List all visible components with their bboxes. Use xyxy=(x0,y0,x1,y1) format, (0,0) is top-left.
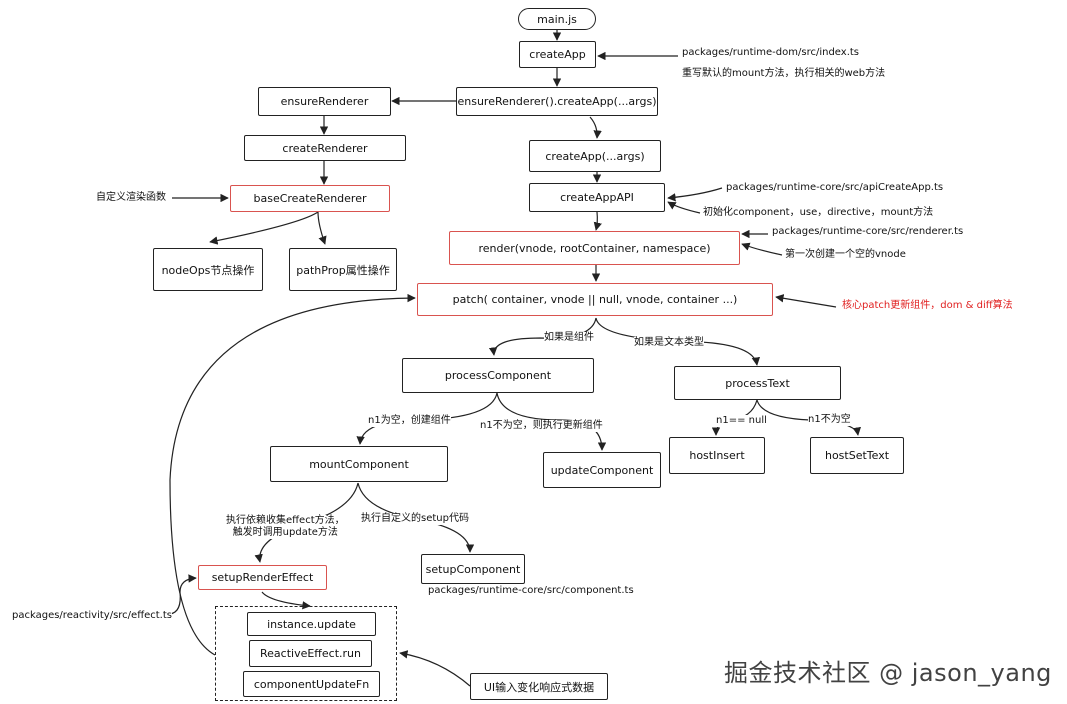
arrow-loop-to-patch xyxy=(169,293,416,656)
note-effect-path: packages/reactivity/src/effect.ts xyxy=(12,610,172,622)
node-instance-update: instance.update xyxy=(247,612,376,636)
note-n1-null-create: n1为空，创建组件 xyxy=(368,415,451,427)
node-create-app: createApp xyxy=(519,41,596,68)
node-reactive-effect-run: ReactiveEffect.run xyxy=(249,640,372,667)
node-patch: patch( container, vnode || null, vnode, … xyxy=(417,283,773,316)
node-create-renderer: createRenderer xyxy=(244,135,406,161)
arrow-ui-input xyxy=(399,650,471,687)
arrow-init-note xyxy=(667,201,701,214)
node-process-component: processComponent xyxy=(402,358,594,393)
arrow-to-create-app-args xyxy=(589,116,602,139)
arrow-effect-to-instance xyxy=(261,591,311,610)
note-n1-not-null-update: n1不为空，则执行更新组件 xyxy=(480,420,603,432)
note-if-component: 如果是组件 xyxy=(544,332,594,344)
node-create-app-args: createApp(...args) xyxy=(529,140,661,172)
node-process-text: processText xyxy=(674,366,841,400)
node-ensure-renderer-create-app: ensureRenderer().createApp(...args) xyxy=(456,87,658,116)
arrow-patch-to-component xyxy=(488,317,597,356)
note-if-text: 如果是文本类型 xyxy=(634,337,704,349)
node-main-js: main.js xyxy=(518,8,596,30)
node-component-update-fn: componentUpdateFn xyxy=(243,671,380,697)
arrow-base-to-pathprop xyxy=(317,211,327,245)
note-component-path: packages/runtime-core/src/component.ts xyxy=(428,585,634,597)
arrow-effect-path-note xyxy=(169,574,197,615)
node-create-app-api: createAppAPI xyxy=(529,183,665,212)
node-update-component: updateComponent xyxy=(543,452,661,488)
arrow-api-note xyxy=(667,187,723,202)
note-collect-effect-line2: 触发时调用update方法 xyxy=(232,527,338,538)
node-setup-component: setupComponent xyxy=(421,554,525,584)
node-path-prop: pathProp属性操作 xyxy=(289,248,397,291)
note-api-create-app-path: packages/runtime-core/src/apiCreateApp.t… xyxy=(726,182,944,194)
note-collect-effect-line1: 执行依赖收集effect方法， xyxy=(226,515,345,526)
arrow-core-patch-note xyxy=(775,294,837,308)
note-collect-effect: 执行依赖收集effect方法， 触发时调用update方法 xyxy=(226,515,345,539)
update-group xyxy=(215,606,397,701)
node-node-ops: nodeOps节点操作 xyxy=(153,248,263,291)
node-host-insert: hostInsert xyxy=(669,437,765,474)
note-first-empty-vnode: 第一次创建一个空的vnode xyxy=(785,249,906,261)
note-n1-eq-null: n1== null xyxy=(716,415,767,427)
note-init-component: 初始化component，use，directive，mount方法 xyxy=(703,207,934,219)
note-n1-not-null: n1不为空 xyxy=(808,414,851,426)
node-mount-component: mountComponent xyxy=(270,446,448,482)
arrow-api-to-render xyxy=(593,211,602,231)
arrow-base-to-nodeops xyxy=(209,211,319,245)
note-core-patch: 核心patch更新组件，dom & diff算法 xyxy=(842,300,1013,312)
note-custom-render-fn: 自定义渲染函数 xyxy=(96,192,166,204)
arrow-first-vnode-note xyxy=(741,242,783,256)
note-runtime-dom-index: packages/runtime-dom/src/index.ts xyxy=(682,47,859,59)
node-ensure-renderer: ensureRenderer xyxy=(258,87,391,116)
note-exec-setup: 执行自定义的setup代码 xyxy=(361,513,469,525)
note-renderer-path: packages/runtime-core/src/renderer.ts xyxy=(772,226,964,238)
node-ui-input: UI输入变化响应式数据 xyxy=(470,673,608,700)
node-base-create-renderer: baseCreateRenderer xyxy=(230,185,390,212)
node-setup-render-effect: setupRenderEffect xyxy=(198,565,327,590)
note-rewrite-mount: 重写默认的mount方法，执行相关的web方法 xyxy=(682,68,886,80)
watermark: 掘金技术社区 @ jason_yang xyxy=(724,659,1052,687)
node-render: render(vnode, rootContainer, namespace) xyxy=(449,231,740,265)
node-host-set-text: hostSetText xyxy=(810,437,904,474)
